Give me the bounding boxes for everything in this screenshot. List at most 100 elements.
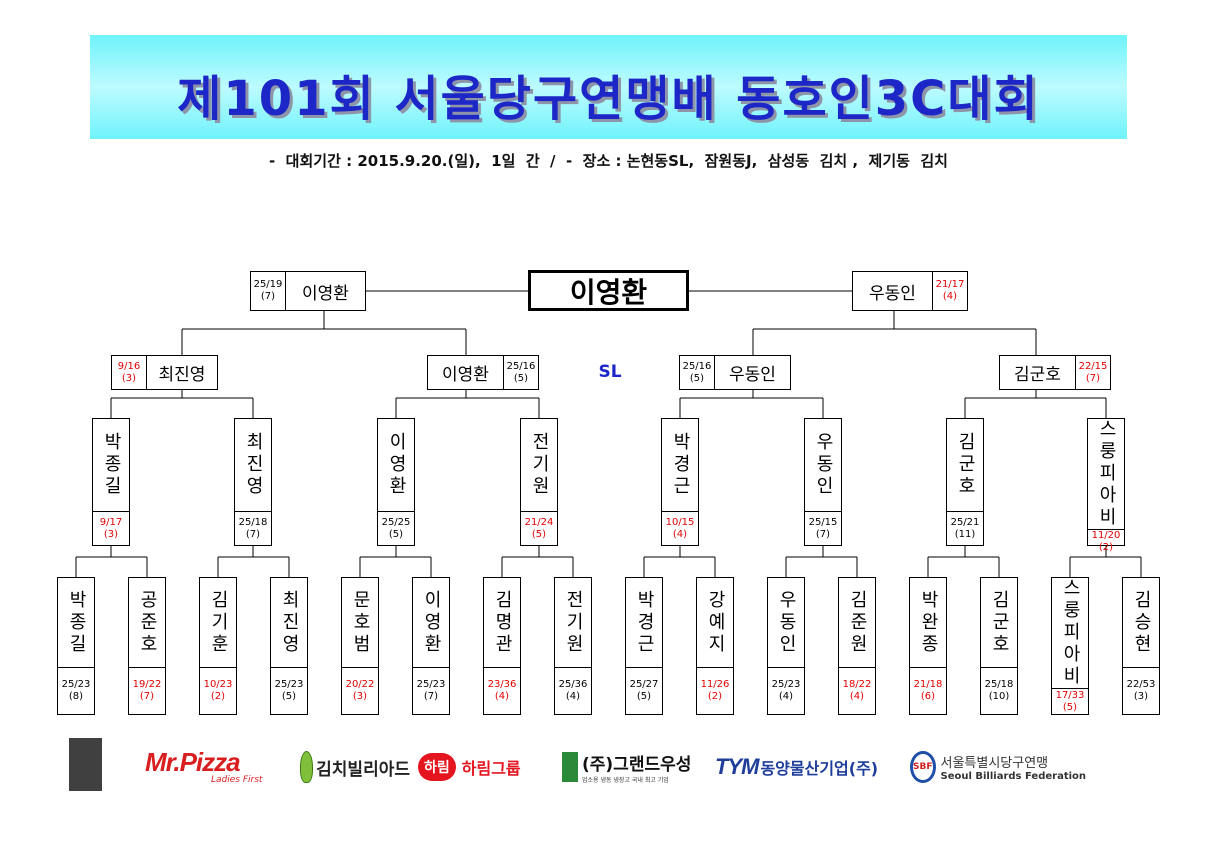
score: 22/15 (1078, 360, 1108, 372)
sbf-korean: 서울특별시당구연맹 (940, 756, 1049, 771)
semi-box[interactable]: 25/16 (5) 우동인 (679, 355, 791, 390)
mrpizza-tagline: Ladies First (211, 775, 263, 785)
sponsor-mrpizza: Mr.Pizza Ladies First (145, 742, 280, 792)
page-title: 제101회 서울당구연맹배 동호인3C대회 (177, 71, 1040, 127)
score: 11/20 (1091, 530, 1121, 541)
player-name: 우동인 (869, 283, 916, 304)
tym-name: 동양물산기업(주) (760, 759, 879, 778)
score-cell: 25/21(11) (947, 511, 983, 545)
score-cell: 25/15(7) (805, 511, 841, 545)
semi-box[interactable]: 9/16 (3) 최진영 (111, 355, 218, 390)
score: 23/36 (487, 679, 517, 690)
score-cell: 25/25(5) (378, 511, 414, 545)
player-name: 이영환 (421, 589, 442, 656)
innings: (10) (988, 691, 1010, 702)
score: 25/16 (682, 360, 712, 372)
score: 9/16 (117, 360, 141, 372)
quarterfinal-box[interactable]: 이영환 25/25(5) (377, 418, 415, 546)
score-cell: 11/26(2) (697, 667, 733, 714)
score-cell: 25/18(7) (235, 511, 271, 545)
score-cell: 25/36(4) (555, 667, 591, 714)
innings: (3) (103, 528, 119, 540)
innings: (5) (1062, 701, 1078, 713)
round16-box[interactable]: 이영환 25/23(7) (412, 577, 450, 715)
score-cell: 25/23(7) (413, 667, 449, 714)
round16-box[interactable]: 김명관 23/36(4) (483, 577, 521, 715)
player-name: 우동인 (729, 365, 776, 385)
score: 17/33 (1055, 689, 1085, 701)
innings: (5) (513, 372, 529, 384)
grand-icon (562, 752, 578, 782)
score: 25/21 (950, 516, 980, 528)
player-name: 최진영 (158, 365, 206, 385)
player-name: 박종길 (66, 589, 87, 656)
score-cell: 9/17(3) (93, 511, 129, 545)
final-left-box[interactable]: 25/19 (7) 이영환 (250, 271, 366, 311)
innings: (8) (68, 691, 84, 702)
innings: (3) (1133, 691, 1149, 702)
player-name: 우동인 (776, 589, 797, 656)
innings: (3) (121, 372, 137, 384)
score-cell: 20/22(3) (342, 667, 378, 714)
score: 21/18 (913, 679, 943, 690)
score: 25/16 (506, 360, 536, 372)
innings: (6) (920, 691, 936, 702)
grand-sub: 업소용 냉동 냉장고 국내 최고 기업 (582, 777, 669, 784)
final-right-box[interactable]: 우동인 21/17 (4) (852, 271, 968, 311)
player-name: 이영환 (302, 283, 349, 304)
semi-score: 25/16 (5) (680, 356, 715, 389)
semi-box[interactable]: 이영환 25/16 (5) (427, 355, 539, 390)
event-info: - 대회기간 : 2015.9.20.(일), 1일 간 / - 장소 : 논현… (269, 152, 948, 170)
sbf-english: Seoul Billiards Federation (940, 771, 1087, 782)
cabbage-icon (300, 751, 314, 783)
player-name: 스룽피아비 (1060, 578, 1081, 688)
round16-box[interactable]: 박완종 21/18(6) (909, 577, 947, 715)
champion-box: 이영환 (528, 270, 689, 311)
semi-box[interactable]: 김군호 22/15 (7) (999, 355, 1111, 390)
score-cell: 21/18(6) (910, 667, 946, 714)
score-cell: 11/20(2) (1088, 529, 1124, 554)
sponsor-sbf: SBF 서울특별시당구연맹 Seoul Billiards Federation (910, 742, 1086, 792)
score-cell: 10/23(2) (200, 667, 236, 714)
score: 25/18 (238, 516, 268, 528)
innings: (11) (954, 528, 976, 540)
score-cell: 10/15(4) (662, 511, 698, 545)
player-name: 이영환 (386, 432, 407, 498)
innings: (7) (260, 291, 276, 302)
player-name: 김준원 (847, 589, 868, 656)
venue-label: SL (598, 362, 622, 382)
score-cell: 21/24(5) (521, 511, 557, 545)
round16-box[interactable]: 김기훈 10/23(2) (199, 577, 237, 715)
sbf-badge: SBF (910, 751, 936, 783)
kimchi-logo: 김치빌리아드 (316, 759, 410, 780)
player-name: 김기훈 (208, 589, 229, 656)
innings: (4) (942, 291, 958, 302)
innings: (3) (352, 691, 368, 702)
innings: (2) (707, 691, 723, 702)
player-name: 박완종 (918, 589, 939, 656)
semi-score: 25/16 (5) (503, 356, 538, 389)
score: 19/22 (132, 679, 162, 690)
player-name: 김명관 (492, 589, 513, 656)
score-cell: 23/36(4) (484, 667, 520, 714)
